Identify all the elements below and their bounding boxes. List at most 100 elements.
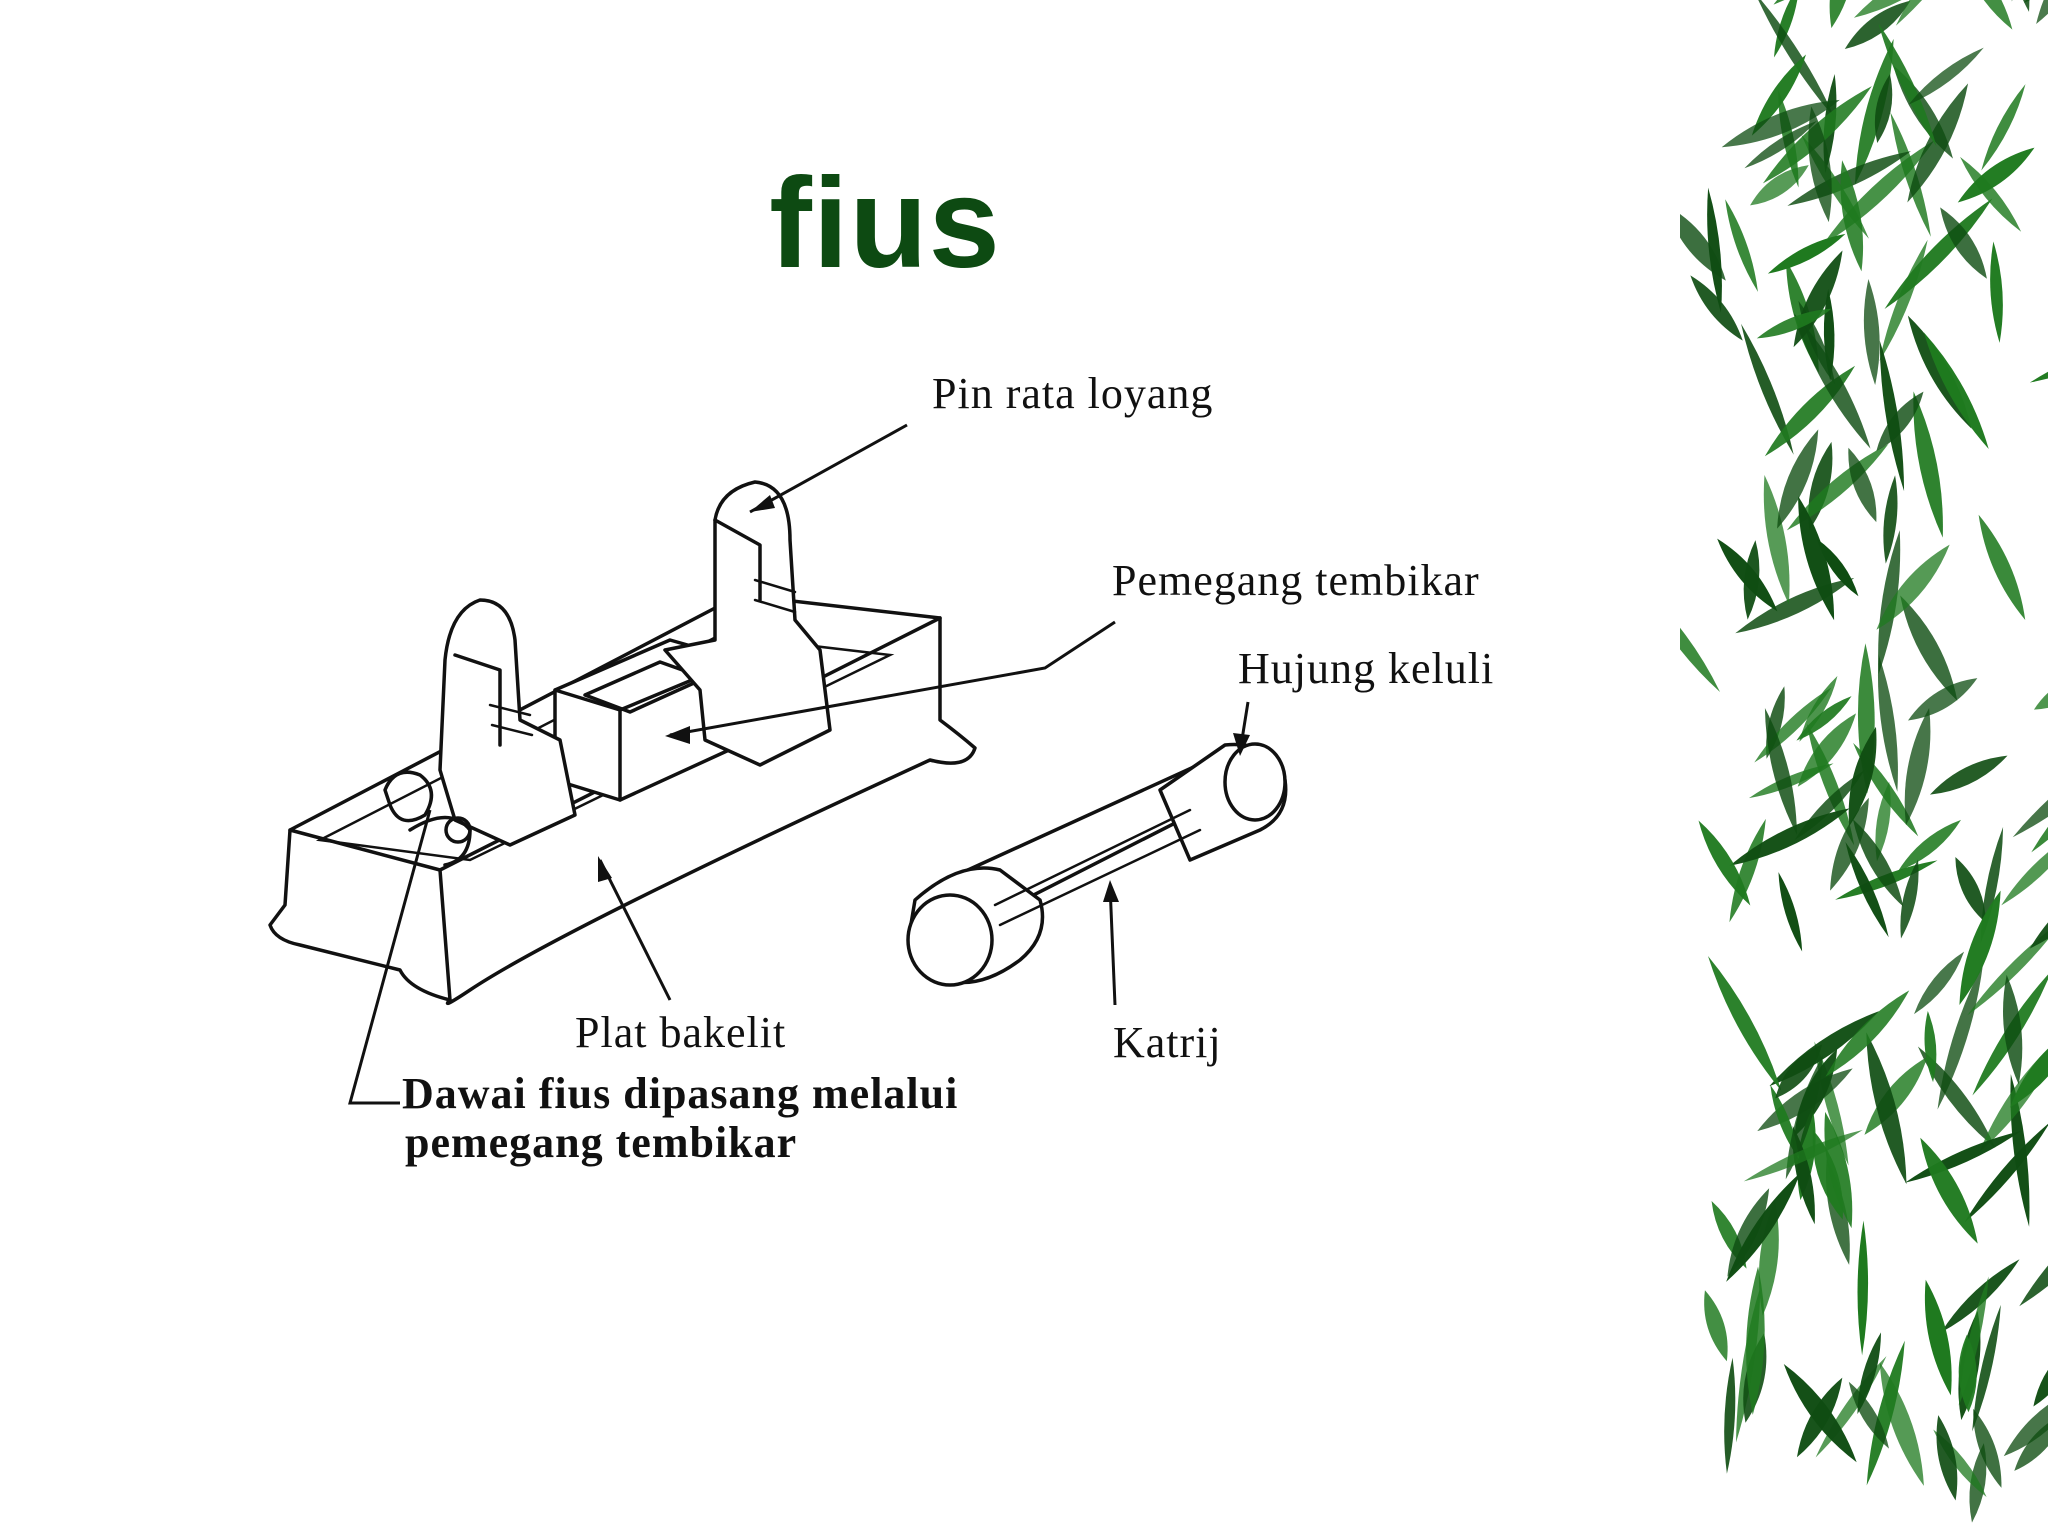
bamboo-leaf [1775,1044,1823,1099]
bamboo-leaf [1808,106,1832,223]
bamboo-leaf [1890,112,1931,237]
bamboo-leaf [1908,47,1984,105]
bamboo-leaf [1972,1304,2001,1432]
bamboo-leaf [1900,859,1919,939]
bamboo-leaf [2003,1386,2048,1457]
bamboo-leaf [1878,530,1901,675]
bamboo-leaf [1845,842,1889,938]
bamboo-leaf [1729,818,1766,923]
bamboo-leaf [1829,0,1854,29]
diagram-leaders [348,423,1250,1105]
bamboo-leaf [1764,707,1798,835]
bamboo-leaf [1857,1220,1869,1356]
bamboo-leaf [2033,673,2048,710]
bamboo-leaf [1904,708,1931,826]
bamboo-leaf [1866,1032,1907,1185]
bamboo-leaf [1830,797,1869,891]
label-dawai-fius-line2: pemegang tembikar [405,1118,797,1167]
bamboo-leaf [1898,819,1962,872]
bamboo-leaf [1848,447,1877,523]
bamboo-leaf [1707,187,1722,313]
bamboo-leaf [1778,872,1803,952]
bamboo-leaf [1717,538,1778,612]
bamboo-leaf [1767,233,1846,274]
bamboo-leaf [1690,275,1743,341]
bamboo-leaf [1698,820,1751,906]
bamboo-leaf [2033,1339,2048,1407]
bamboo-leaf [1877,654,1898,792]
bamboo-leaf [1957,147,2035,203]
bamboo-leaf [1854,38,1894,185]
bamboo-leaf [1825,990,1910,1077]
bamboo-leaf [1680,583,1721,693]
bamboo-leaf [1955,857,1986,923]
bamboo-leaf [1924,1279,1952,1396]
bamboo-leaf [1933,1429,1987,1498]
bamboo-leaf [1937,964,1984,1110]
bamboo-leaf [1876,544,1950,630]
bamboo-leaf [2010,1026,2048,1108]
bamboo-leaf [1743,1129,1863,1182]
bamboo-leaf [1958,1276,1989,1406]
bamboo-leaf [1763,475,1790,605]
bamboo-leaf [1883,475,1898,564]
bamboo-leaf [1929,755,2008,795]
bamboo-leaf [2014,1412,2048,1471]
bamboo-leaf [1793,313,1871,449]
bamboo-leaf [1777,429,1819,529]
bamboo-leaf [1913,391,1943,538]
bamboo-leaf [2036,0,2048,24]
bamboo-leaf [1727,1188,1770,1277]
bamboo-leaf [2003,974,2023,1085]
bamboo-leaf [1680,205,1726,281]
bamboo-leaf [1917,1046,1996,1148]
label-katrij: Katrij [1113,1018,1222,1067]
bamboo-leaves-decoration [1680,0,2048,1523]
bamboo-leaf [1866,1340,1905,1486]
label-pin-rata-loyang: Pin rata loyang [932,369,1213,418]
bamboo-leaf [1744,121,1817,169]
bamboo-leaf [1973,1408,2002,1488]
bamboo-leaf [1879,1362,1924,1486]
bamboo-leaf [1741,323,1794,455]
bamboo-leaf [1754,0,1836,119]
label-hujung-keluli: Hujung keluli [1238,644,1494,693]
bamboo-leaf [1724,1357,1736,1474]
bamboo-leaf [1964,1121,2048,1223]
bamboo-leaf [1817,539,1859,597]
bamboo-leaf [1848,726,1877,827]
fuse-holder-illustration [268,480,1288,1005]
bamboo-leaf [1920,1137,1978,1244]
label-dawai-fius-line1: Dawai fius dipasang melalui [402,1069,958,1118]
bamboo-leaf [1797,713,1857,787]
slide-title: fius [769,152,1001,295]
bamboo-leaf [1936,1415,1958,1501]
bamboo-leaf [1798,496,1835,621]
label-pemegang-tembikar: Pemegang tembikar [1112,556,1480,605]
bamboo-leaf [1786,444,1889,531]
bamboo-leaf [1941,1259,2020,1333]
bamboo-leaf [1746,1266,1765,1415]
bamboo-leaf [1729,808,1850,866]
bamboo-leaf [1857,1332,1882,1415]
bamboo-leaf [2019,1199,2048,1307]
bamboo-leaf [1914,951,1965,1015]
bamboo-leaf [1852,819,1904,907]
bamboo-leaf [2029,335,2048,383]
bamboo-leaf [1978,514,2026,620]
bamboo-leaf [1960,156,2022,232]
bamboo-leaf [2012,737,2048,838]
bamboo-leaf [1990,241,2003,343]
bamboo-leaf [1704,1290,1728,1362]
bamboo-leaf [1726,1172,1801,1282]
bamboo-leaf [1750,165,1809,206]
bamboo-leaf [1923,332,1989,449]
bamboo-leaf [1958,0,2013,30]
bamboo-leaf [1959,890,2001,1005]
bamboo-leaf [1878,23,1937,147]
bamboo-leaf [1884,198,1993,309]
label-plat-bakelit: Plat bakelit [575,1008,786,1057]
diagram-labels: Pin rata loyang Pemegang tembikar Hujung… [402,369,1494,1167]
bamboo-leaf [1785,1055,1823,1180]
